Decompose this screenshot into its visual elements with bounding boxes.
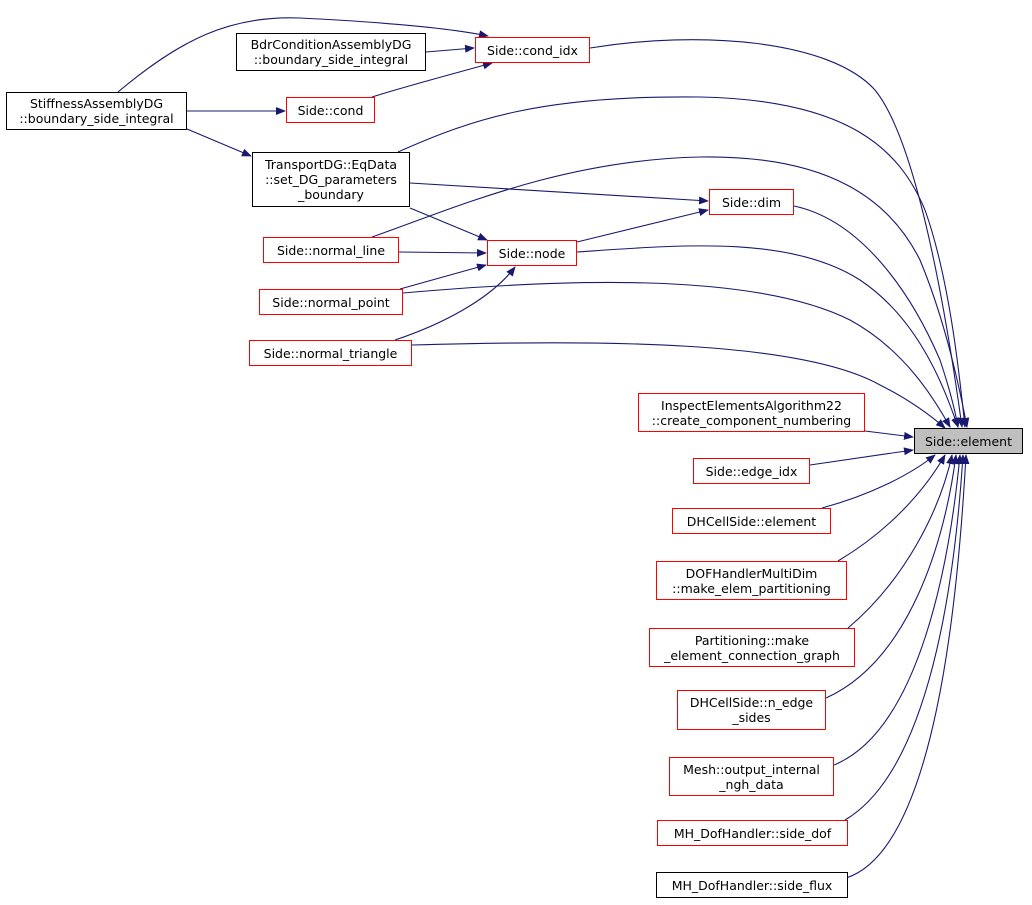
node-label-line: Side::edge_idx [705,463,798,479]
node-label-line: ::boundary_side_integral [253,52,409,67]
node-label-line: Side::normal_triangle [263,345,398,361]
node-label-line: Side::normal_line [276,242,386,258]
node-label-line: Side::cond_idx [487,42,578,58]
node-label-line: MH_DofHandler::side_flux [671,877,833,893]
node-label-line: Partitioning::make [694,632,810,648]
graph-node-element[interactable]: Side::element [914,428,1023,454]
edge-dh_element-to-element [821,454,936,509]
graph-node-part-graph[interactable]: Partitioning::make_element_connection_gr… [649,628,855,667]
node-label-line: _element_connection_graph [664,647,840,663]
edge-transport-to-node [409,207,488,241]
edge-bdr-to-cond_idx [425,44,475,53]
node-label-line: _boundary [298,187,364,202]
graph-node-side-flux[interactable]: MH_DofHandler::side_flux [656,872,848,898]
edge-side_dof-to-element [844,454,967,821]
graph-node-side-dof[interactable]: MH_DofHandler::side_dof [657,820,848,846]
graph-node-dh-element[interactable]: DHCellSide::element [672,508,831,534]
edge-dim-to-element [793,205,961,428]
graph-node-cond[interactable]: Side::cond [286,97,375,123]
graph-node-dof-part[interactable]: DOFHandlerMultiDim::make_elem_partitioni… [656,561,847,600]
node-label-line: Side::dim [721,194,782,210]
edge-normal_triangle-to-node [394,266,516,341]
graph-node-stiff[interactable]: StiffnessAssemblyDG::boundary_side_integ… [6,92,187,130]
edge-dof_part-to-element [837,454,946,562]
edge-inspect-to-element [864,430,914,440]
node-label-line: DHCellSide::n_edge [689,695,814,710]
edge-cond_idx-to-element [589,39,965,428]
graph-node-node[interactable]: Side::node [487,240,577,266]
edge-node-to-element [576,245,959,428]
node-label-line: DHCellSide::element [686,513,817,529]
graph-node-normal-point[interactable]: Side::normal_point [259,289,403,315]
edge-stiff-to-cond_idx [117,17,489,93]
node-label-line: Side::cond [297,102,364,118]
node-label-line: InspectElementsAlgorithm22 [661,397,842,413]
node-label-line: DOFHandlerMultiDim [685,565,818,581]
node-label-line: _sides [732,710,771,725]
edge-normal_triangle-to-element [411,342,946,429]
graph-node-n-edge[interactable]: DHCellSide::n_edge_sides [677,690,826,730]
node-label-line: Side::node [498,245,566,261]
edge-normal_point-to-element [402,281,951,428]
edge-normal_point-to-node [399,263,487,290]
node-label-line: TransportDG::EqData [264,157,398,172]
node-label-line: Side::element [925,433,1012,449]
node-label-line: BdrConditionAssemblyDG [250,37,412,52]
edge-mesh_out-to-element [833,454,964,766]
node-label-line: StiffnessAssemblyDG [29,96,164,111]
graph-node-normal-line[interactable]: Side::normal_line [263,237,399,263]
node-label-line: ::boundary_side_integral [19,111,174,126]
graph-node-transport[interactable]: TransportDG::EqData::set_DG_parameters_b… [252,152,410,207]
edge-edge_idx-to-element [809,447,914,466]
node-label-line: MH_DofHandler::side_dof [673,825,832,841]
edge-n_edge-to-element [825,454,959,699]
node-label-line: ::make_elem_partitioning [672,580,831,596]
edge-normal_line-to-node [398,248,487,257]
edge-transport-to-dim [409,182,709,205]
edge-normal_line-to-element [371,156,970,428]
edge-part_graph-to-element [847,454,954,629]
graph-node-cond-idx[interactable]: Side::cond_idx [475,37,590,63]
node-label-line: ::create_component_numbering [651,412,852,428]
edge-transport-to-element [397,96,969,428]
graph-node-inspect[interactable]: InspectElementsAlgorithm22::create_compo… [638,393,865,432]
node-label-line: _ngh_data [719,776,784,792]
edge-node-to-dim [576,208,709,243]
node-label-line: ::set_DG_parameters [265,172,397,187]
graph-node-bdr[interactable]: BdrConditionAssemblyDG::boundary_side_in… [236,33,426,71]
graph-node-edge-idx[interactable]: Side::edge_idx [693,458,810,484]
graph-node-normal-triangle[interactable]: Side::normal_triangle [249,340,412,366]
edge-cond-to-cond_idx [371,61,493,98]
node-label-line: Side::normal_point [272,294,390,310]
graph-node-dim[interactable]: Side::dim [709,189,794,215]
edge-side_flux-to-element [845,454,970,879]
node-label-line: Mesh::output_internal [683,761,820,777]
edge-stiff-to-transport [186,128,252,157]
graph-node-mesh-out[interactable]: Mesh::output_internal_ngh_data [669,757,834,796]
